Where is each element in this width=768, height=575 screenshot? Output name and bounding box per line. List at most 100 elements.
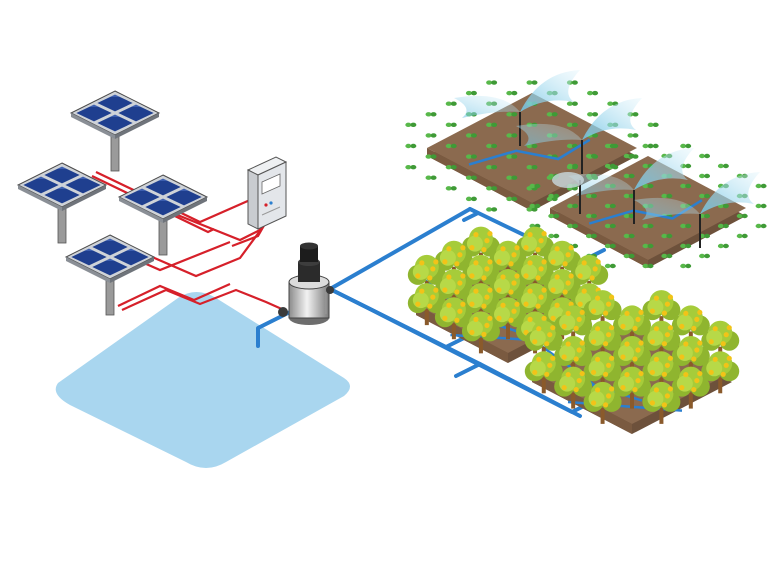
seedling (445, 101, 457, 106)
seedling (642, 223, 654, 229)
tree-icon (642, 290, 681, 333)
seedling (506, 154, 518, 159)
tree-icon (642, 320, 681, 363)
seedling (642, 183, 654, 189)
tree-icon (524, 320, 563, 363)
seedling (445, 186, 457, 191)
seedling (680, 223, 692, 229)
seedling (526, 80, 538, 85)
water-reservoir (55, 292, 350, 468)
seedling (717, 163, 729, 169)
seedling (680, 143, 692, 149)
tree-icon (583, 290, 622, 333)
seedling (526, 207, 538, 212)
seedling (623, 173, 635, 179)
sprinkler-fields (405, 70, 767, 269)
control-box-icon (246, 156, 288, 230)
orchard-plot (524, 290, 740, 434)
seedling (548, 193, 560, 199)
seedling (661, 233, 673, 239)
tree-icon (613, 305, 651, 348)
seedling (445, 164, 457, 170)
seedling (623, 253, 635, 259)
tree-icon (583, 351, 622, 394)
seedling (567, 163, 579, 169)
seedling (585, 193, 597, 199)
seedling (736, 233, 748, 239)
seedling (465, 175, 477, 180)
seedling (486, 143, 498, 149)
tree-icon (489, 269, 527, 311)
seedling (699, 253, 711, 259)
seedling (585, 153, 597, 159)
seedling (717, 223, 729, 229)
seedling (405, 122, 417, 128)
tree-icon (671, 305, 710, 348)
seedling (717, 243, 729, 249)
seedling (604, 243, 616, 249)
seedling (647, 122, 659, 128)
seedling (465, 90, 477, 96)
sprinkler-icon (552, 172, 584, 214)
seedling (567, 223, 579, 229)
tree-icon (583, 320, 622, 363)
seedling (445, 143, 457, 149)
solar-panel-icon (16, 162, 108, 244)
seedling (425, 154, 437, 159)
seedling (623, 153, 635, 159)
seedling (405, 143, 417, 149)
seedling (548, 233, 560, 239)
orchard-plots (407, 226, 740, 434)
solar-panel-icon (64, 234, 156, 316)
tree-icon (613, 336, 651, 378)
seedling (604, 163, 616, 169)
seedling (623, 233, 635, 239)
seedling (736, 213, 748, 219)
seedling (699, 193, 711, 199)
seedling (604, 223, 616, 229)
seedling (642, 143, 654, 149)
seedling (699, 173, 711, 179)
tree-icon (461, 226, 500, 269)
seedling (529, 183, 541, 189)
tree-icon (543, 240, 582, 283)
sprinkler-icon (454, 70, 580, 146)
seedling (506, 90, 518, 96)
tree-icon (524, 351, 563, 394)
seedling (529, 203, 541, 209)
seedling (486, 207, 498, 212)
solar-panel-icon (117, 174, 209, 256)
tree-icon (434, 240, 473, 283)
seedling (661, 193, 673, 199)
seedling (680, 263, 692, 269)
seedling (425, 175, 437, 180)
water-pump-icon (278, 242, 334, 325)
sprinkler-icon (634, 172, 760, 248)
seedling (604, 203, 616, 209)
seedling (755, 203, 767, 209)
seedling (405, 164, 417, 170)
sprinkler-icon (568, 148, 694, 224)
seedling (661, 253, 673, 259)
seedling (486, 80, 498, 85)
seedling (585, 213, 597, 219)
seedling (506, 112, 518, 117)
seedling (566, 101, 578, 106)
seedling (567, 203, 579, 209)
seedling (425, 133, 437, 138)
seedling (587, 90, 599, 96)
seedling (548, 213, 560, 219)
seedling (680, 243, 692, 249)
tree-icon (671, 366, 710, 409)
seedling (585, 233, 597, 239)
seedling (699, 153, 711, 159)
seedling (566, 143, 578, 149)
seedling (506, 175, 518, 180)
seedling (465, 196, 477, 202)
solar-array (16, 90, 209, 316)
seedling (486, 122, 498, 128)
seedling (680, 183, 692, 189)
seedling (604, 143, 616, 149)
tree-icon (554, 366, 593, 409)
tree-icon (701, 320, 740, 363)
